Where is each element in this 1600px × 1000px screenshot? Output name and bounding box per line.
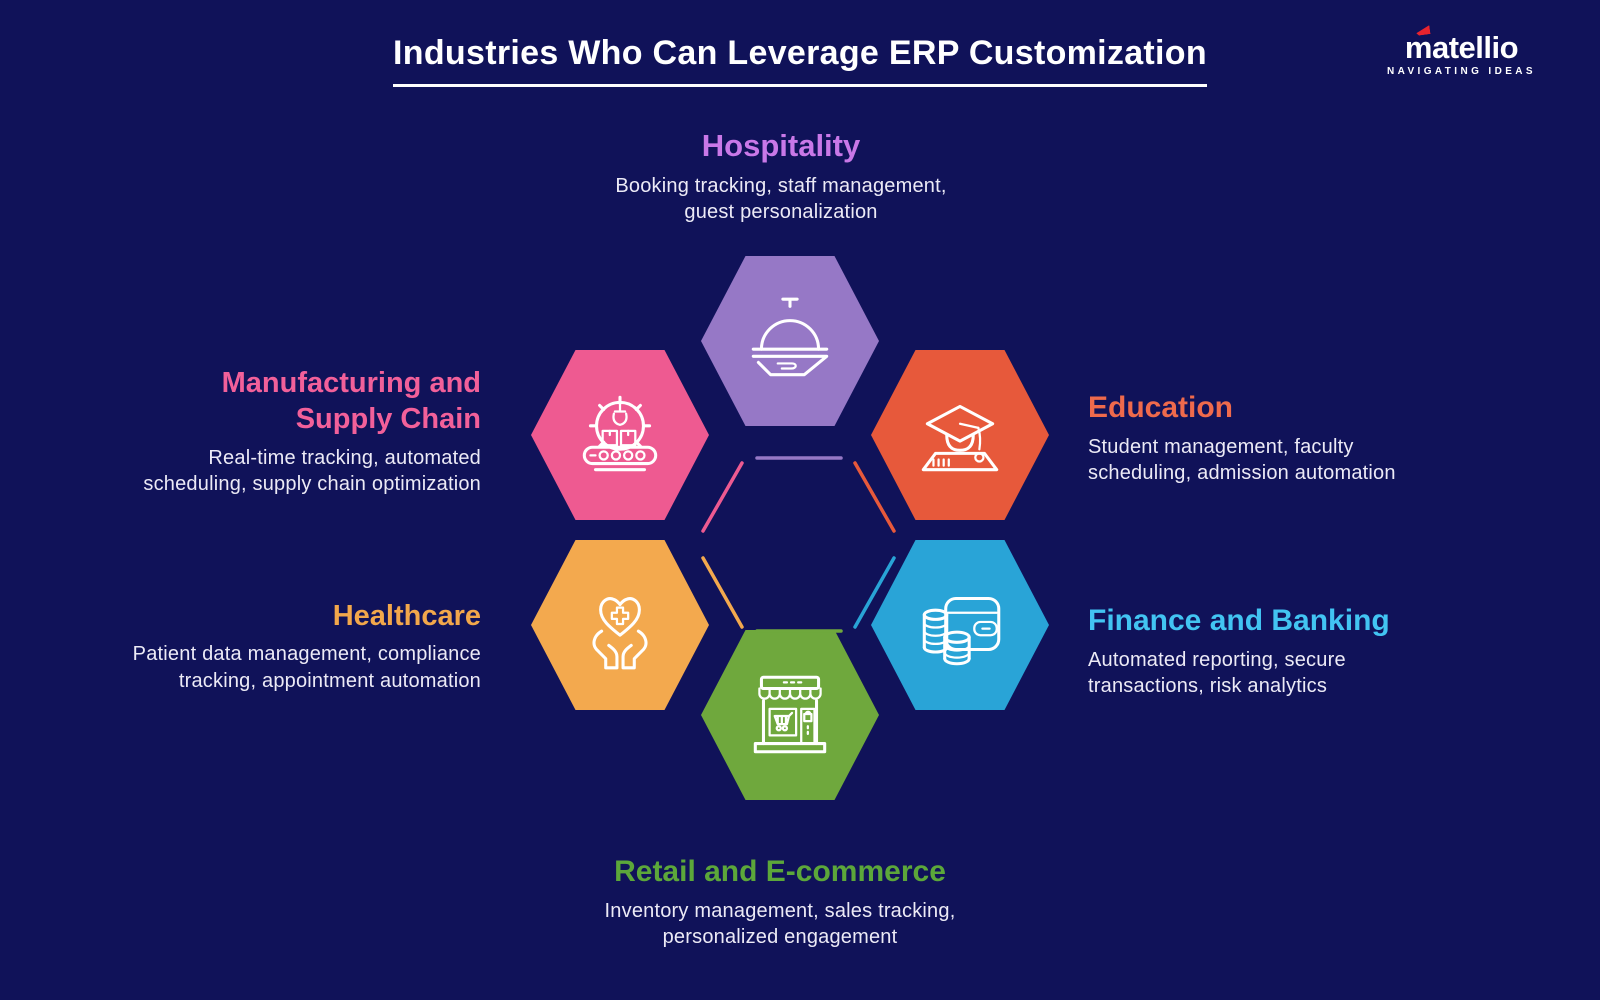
connector-healthcare [701,556,744,629]
finance-description: Automated reporting, secure transactions… [1088,648,1346,697]
header: Industries Who Can Leverage ERP Customiz… [0,34,1600,87]
manufacturing-text-block: Manufacturing and Supply Chain Real-time… [101,365,481,497]
finance-label: Finance and Banking [1088,604,1390,637]
connector-manufacturing [701,461,744,533]
manufacturing-description: Real-time tracking, automated scheduling… [143,446,481,495]
healthcare-label: Healthcare [332,600,481,632]
hexagon-healthcare [531,540,709,710]
education-text-block: Education Student management, faculty sc… [1088,389,1508,486]
storefront-icon [753,675,827,754]
retail-text-block: Retail and E-commerce Inventory manageme… [480,853,1080,950]
hexagon-finance [871,540,1049,710]
logo-wordmark: matellio [1387,32,1536,63]
gear-conveyor-icon [582,395,658,472]
cloche-serving-icon [751,297,829,377]
education-label: Education [1088,391,1234,424]
matellio-logo: matellio NAVIGATING IDEAS [1387,32,1536,77]
wallet-coins-icon [922,596,1001,666]
logo-tagline: NAVIGATING IDEAS [1386,66,1536,77]
healthcare-description: Patient data management, compliance trac… [132,643,481,692]
hexagon-manufacturing [531,350,709,520]
hexagon-education [871,350,1049,520]
hospitality-label: Hospitality [701,128,861,163]
graduation-cap-icon [921,404,999,472]
hospitality-description: Booking tracking, staff management, gues… [615,174,947,224]
retail-label: Retail and E-commerce [614,855,946,888]
finance-text-block: Finance and Banking Automated reporting,… [1088,602,1508,699]
retail-description: Inventory management, sales tracking, pe… [604,899,956,948]
manufacturing-label: Manufacturing and Supply Chain [221,367,481,436]
connector-education [853,461,896,533]
hospitality-text-block: Hospitality Booking tracking, staff mana… [581,127,981,226]
hands-heart-icon [592,597,648,670]
healthcare-text-block: Healthcare Patient data management, comp… [101,598,481,694]
education-description: Student management, faculty scheduling, … [1088,435,1396,484]
hexagon-retail [701,630,879,800]
hexagon-hospitality [701,256,879,426]
page-title: Industries Who Can Leverage ERP Customiz… [393,34,1207,87]
